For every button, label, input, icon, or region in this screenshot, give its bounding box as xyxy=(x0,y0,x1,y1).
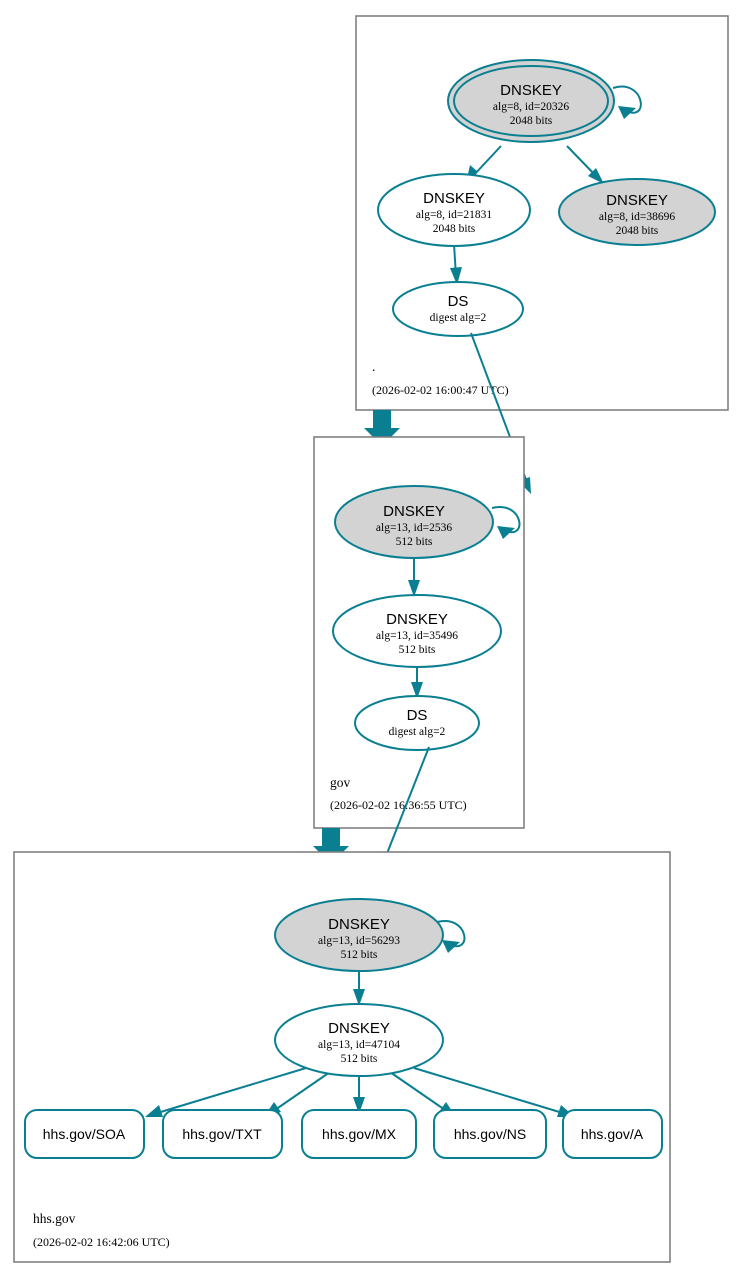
arrowhead-hhs-ksk-to-zsk xyxy=(353,989,365,1006)
node-hhs-ksk-title: DNSKEY xyxy=(328,916,390,933)
node-gov-ksk-ellipse xyxy=(334,485,494,559)
node-hhs-zsk-title: DNSKEY xyxy=(328,1020,390,1037)
node-hhs-ksk-ellipse xyxy=(274,898,444,972)
rrset-ns-box xyxy=(433,1109,547,1159)
zone-cluster-gov: DNSKEY alg=13, id=2536 512 bits DNSKEY a… xyxy=(313,436,525,864)
arrowhead-root-zsk-to-ds xyxy=(450,267,462,285)
node-hhs-zsk-ellipse xyxy=(274,1003,444,1077)
node-root-ksk-line3: 2048 bits xyxy=(510,115,553,127)
edge-hhs-zsk-to-ns xyxy=(389,1071,449,1113)
node-root-ksk-title: DNSKEY xyxy=(500,82,562,99)
rrset-mx-box xyxy=(301,1109,417,1159)
rrset-soa-box xyxy=(24,1109,145,1159)
node-root-zsk-38696-line3: 2048 bits xyxy=(616,225,659,237)
node-gov-ksk-title: DNSKEY xyxy=(383,503,445,520)
node-hhs-ksk[interactable]: DNSKEY alg=13, id=56293 512 bits xyxy=(274,898,444,972)
rrset-a[interactable]: hhs.gov/A xyxy=(562,1109,663,1159)
rrset-a-box xyxy=(562,1109,663,1159)
zone-timestamp-hhsgov: (2026-02-02 16:42:06 UTC) xyxy=(33,1235,170,1249)
node-gov-zsk-title: DNSKEY xyxy=(386,611,448,628)
rrset-a-label: hhs.gov/A xyxy=(581,1126,644,1142)
node-gov-ds-line2: digest alg=2 xyxy=(389,726,446,738)
zone-cluster-root: DNSKEY alg=8, id=20326 2048 bits DNSKEY … xyxy=(355,15,729,446)
zone-label-hhsgov: hhs.gov xyxy=(33,1211,76,1226)
node-gov-zsk-line3: 512 bits xyxy=(399,644,436,656)
arrowhead-root-ksk-to-zsk38696 xyxy=(588,168,604,184)
node-gov-zsk-line2: alg=13, id=35496 xyxy=(376,630,458,642)
rrset-soa-label: hhs.gov/SOA xyxy=(43,1126,126,1142)
node-gov-ksk[interactable]: DNSKEY alg=13, id=2536 512 bits xyxy=(334,485,494,559)
node-hhs-ksk-line2: alg=13, id=56293 xyxy=(318,935,400,947)
node-root-zsk-38696-ellipse xyxy=(558,178,716,246)
node-hhs-zsk-line2: alg=13, id=47104 xyxy=(318,1039,400,1051)
node-root-zsk-21831-ellipse xyxy=(377,173,531,247)
node-root-zsk-38696[interactable]: DNSKEY alg=8, id=38696 2048 bits xyxy=(558,178,716,246)
rrset-ns-label: hhs.gov/NS xyxy=(454,1126,526,1142)
node-hhs-zsk-line3: 512 bits xyxy=(341,1053,378,1065)
arrowhead-gov-zsk-to-ds xyxy=(411,682,423,699)
zone-timestamp-gov: (2026-02-02 16:36:55 UTC) xyxy=(330,798,467,812)
node-root-ksk[interactable]: DNSKEY alg=8, id=20326 2048 bits xyxy=(447,59,615,143)
rrset-txt-label: hhs.gov/TXT xyxy=(182,1126,262,1142)
node-gov-ksk-line3: 512 bits xyxy=(396,536,433,548)
node-gov-zsk-ellipse xyxy=(332,594,502,668)
arrowhead-hhs-zsk-to-soa xyxy=(145,1105,163,1117)
node-gov-ds-ellipse xyxy=(354,695,480,751)
node-root-ksk-line2: alg=8, id=20326 xyxy=(493,101,569,113)
rrset-txt-box xyxy=(162,1109,283,1159)
arrowhead-root-ksk-self-loop xyxy=(618,106,636,119)
node-gov-ds-title: DS xyxy=(407,707,428,724)
rrset-mx-label: hhs.gov/MX xyxy=(322,1126,397,1142)
edge-root-ksk-to-zsk38696 xyxy=(566,145,598,178)
edge-hhs-zsk-to-a xyxy=(413,1067,567,1115)
arrowhead-gov-ksk-self-loop xyxy=(497,526,515,539)
rrset-mx[interactable]: hhs.gov/MX xyxy=(301,1109,417,1159)
edge-hhs-zsk-to-soa xyxy=(153,1067,307,1115)
rrset-ns[interactable]: hhs.gov/NS xyxy=(433,1109,547,1159)
node-root-ds-ellipse xyxy=(392,281,524,337)
rrset-soa[interactable]: hhs.gov/SOA xyxy=(24,1109,145,1159)
rrset-txt[interactable]: hhs.gov/TXT xyxy=(162,1109,283,1159)
node-root-ds[interactable]: DS digest alg=2 xyxy=(392,281,524,337)
node-root-zsk-21831-line3: 2048 bits xyxy=(433,223,476,235)
node-hhs-ksk-line3: 512 bits xyxy=(341,949,378,961)
node-root-zsk-38696-line2: alg=8, id=38696 xyxy=(599,211,675,223)
node-hhs-zsk[interactable]: DNSKEY alg=13, id=47104 512 bits xyxy=(274,1003,444,1077)
node-root-zsk-21831-title: DNSKEY xyxy=(423,190,485,207)
node-root-ksk-inner-ellipse xyxy=(453,65,609,137)
edge-hhs-zsk-to-txt xyxy=(271,1071,331,1113)
node-root-ds-title: DS xyxy=(448,293,469,310)
zone-timestamp-root: (2026-02-02 16:00:47 UTC) xyxy=(372,383,509,397)
node-gov-zsk[interactable]: DNSKEY alg=13, id=35496 512 bits xyxy=(332,594,502,668)
edge-root-ksk-self-loop xyxy=(612,85,642,114)
arrowhead-hhs-ksk-self-loop xyxy=(442,940,460,953)
arrowhead-hhs-zsk-to-mx xyxy=(353,1097,365,1114)
node-gov-ds[interactable]: DS digest alg=2 xyxy=(354,695,480,751)
node-root-zsk-21831-line2: alg=8, id=21831 xyxy=(416,209,492,221)
arrowhead-gov-ksk-to-zsk xyxy=(408,580,420,597)
node-root-zsk-21831[interactable]: DNSKEY alg=8, id=21831 2048 bits xyxy=(377,173,531,247)
node-gov-ksk-line2: alg=13, id=2536 xyxy=(376,522,452,534)
node-root-ds-line2: digest alg=2 xyxy=(430,312,487,324)
zone-label-root: . xyxy=(372,359,375,374)
zone-cluster-hhsgov: DNSKEY alg=13, id=56293 512 bits DNSKEY … xyxy=(13,851,671,1263)
edge-root-ksk-to-zsk21831 xyxy=(472,145,502,177)
node-root-zsk-38696-title: DNSKEY xyxy=(606,192,668,209)
zone-label-gov: gov xyxy=(330,775,351,790)
